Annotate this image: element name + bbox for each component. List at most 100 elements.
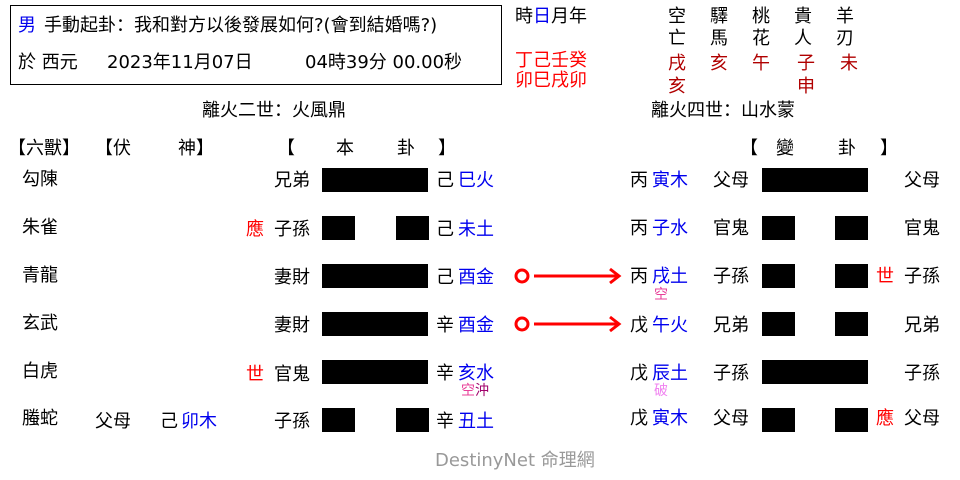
changed-right-relation: 兄弟 — [904, 315, 940, 336]
relation: 妻財 — [274, 315, 310, 336]
empty-note: 空 — [654, 287, 668, 303]
stem: 己 — [436, 267, 454, 288]
moving-line-arrow-icon — [514, 267, 622, 285]
stem: 己 — [436, 170, 454, 191]
changed-stem: 戊 — [630, 363, 648, 384]
yin-line-left — [762, 408, 795, 432]
shensha-name-top: 桃 — [752, 6, 770, 27]
shi-marker: 世 — [246, 364, 264, 385]
shi-marker: 世 — [876, 266, 894, 287]
heading-changed-mid2: 卦 — [838, 138, 856, 159]
yin-line-left — [762, 216, 795, 240]
changed-branch: 子水 — [652, 218, 688, 239]
six-beast: 勾陳 — [22, 169, 58, 190]
changed-hexagram-title: 離火四世：山水蒙 — [651, 100, 795, 121]
shensha-value: 申 — [797, 76, 815, 97]
six-beast: 螣蛇 — [22, 408, 58, 429]
branch: 未土 — [458, 219, 494, 240]
question-text: 手動起卦：我和對方以後發展如何?(會到結婚嗎?) — [44, 15, 438, 36]
changed-branch: 辰土 — [652, 363, 688, 384]
branch: 酉金 — [458, 315, 494, 336]
gender-label: 男 — [18, 15, 36, 36]
footer-brand: DestinyNet 命理網 — [435, 450, 595, 471]
date-prefix: 於 西元 — [18, 52, 78, 73]
changed-right-relation: 子孫 — [904, 363, 940, 384]
changed-relation: 子孫 — [713, 363, 749, 384]
pillar-labels: 時日月年 — [515, 8, 587, 26]
changed-branch: 寅木 — [652, 170, 688, 191]
branch: 亥水 — [458, 363, 494, 384]
main-hexagram-title: 離火二世：火風鼎 — [202, 100, 346, 121]
heading-hidden-close: 神】 — [178, 138, 214, 159]
yin-line-right — [835, 408, 868, 432]
changed-relation: 父母 — [713, 170, 749, 191]
shensha-value: 午 — [752, 53, 770, 74]
relation: 子孫 — [274, 411, 310, 432]
six-beast: 朱雀 — [22, 217, 58, 238]
yang-line-bar — [322, 264, 428, 288]
yin-line-left — [762, 264, 795, 288]
six-beast: 玄武 — [22, 313, 58, 334]
changed-relation: 兄弟 — [713, 315, 749, 336]
stem: 己 — [436, 219, 454, 240]
changed-relation: 官鬼 — [713, 218, 749, 239]
shensha-name-top: 貴 — [794, 6, 812, 27]
shensha-name-top: 羊 — [836, 6, 854, 27]
heading-main-open: 【 — [277, 138, 295, 159]
yang-line-bar — [322, 360, 428, 384]
changed-right-relation: 父母 — [904, 170, 940, 191]
shensha-value: 戌 — [668, 53, 686, 74]
shensha-name-top: 驛 — [710, 6, 728, 27]
clash-note: 沖 — [475, 383, 489, 399]
heading-main-close: 】 — [438, 138, 456, 159]
yin-line-left — [322, 408, 355, 432]
changed-stem: 丙 — [630, 266, 648, 287]
changed-right-relation: 子孫 — [904, 266, 940, 287]
yang-line-bar — [762, 360, 868, 384]
changed-stem: 戊 — [630, 408, 648, 429]
shensha-value: 亥 — [668, 76, 686, 97]
shensha-name-bottom: 亡 — [668, 28, 686, 49]
yin-line-right — [396, 216, 429, 240]
branch: 巳火 — [458, 170, 494, 191]
heading-main-mid2: 卦 — [397, 138, 415, 159]
ying-marker: 應 — [246, 219, 264, 240]
yin-line-right — [835, 264, 868, 288]
pillar-day-label: 日 — [533, 6, 551, 27]
six-beast: 青龍 — [22, 265, 58, 286]
empty-note: 空 — [461, 383, 475, 399]
changed-stem: 丙 — [630, 170, 648, 191]
stem: 辛 — [436, 315, 454, 336]
heading-main-mid1: 本 — [336, 138, 354, 159]
changed-relation: 子孫 — [713, 266, 749, 287]
hidden-branch: 卯木 — [181, 411, 217, 432]
question-box — [10, 5, 502, 85]
break-note: 破 — [654, 383, 668, 399]
changed-stem: 丙 — [630, 218, 648, 239]
yang-line-bar — [322, 312, 428, 336]
branch: 丑土 — [458, 411, 494, 432]
branch: 酉金 — [458, 267, 494, 288]
yin-line-left — [322, 216, 355, 240]
yin-line-right — [835, 216, 868, 240]
six-beast: 白虎 — [22, 361, 58, 382]
date-value: 2023年11月07日 — [107, 52, 253, 73]
heading-changed-close: 】 — [880, 138, 898, 159]
changed-branch: 戌土 — [652, 266, 688, 287]
shensha-name-bottom: 花 — [752, 28, 770, 49]
yang-line-bar — [762, 168, 868, 192]
changed-branch: 午火 — [652, 315, 688, 336]
hidden-stem: 己 — [160, 411, 178, 432]
relation: 官鬼 — [274, 364, 310, 385]
changed-right-relation: 官鬼 — [904, 218, 940, 239]
shensha-value: 亥 — [710, 53, 728, 74]
shensha-name-bottom: 刃 — [836, 28, 854, 49]
heading-changed-open: 【 — [740, 138, 758, 159]
changed-branch: 寅木 — [652, 408, 688, 429]
relation: 妻財 — [274, 267, 310, 288]
shensha-name-bottom: 馬 — [710, 28, 728, 49]
ying-marker: 應 — [876, 408, 894, 429]
pillar-hour-label: 時 — [515, 6, 533, 27]
heading-hidden-open: 【伏 — [95, 138, 131, 159]
shensha-name-bottom: 人 — [794, 28, 812, 49]
